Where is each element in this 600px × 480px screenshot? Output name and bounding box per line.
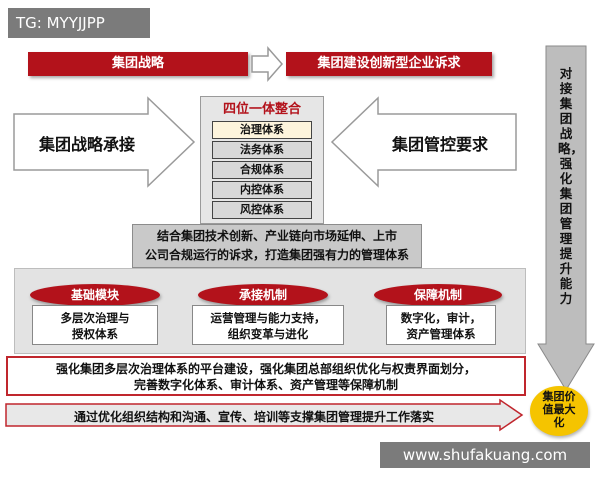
basic-module-line-1: 多层次治理与 [60, 311, 130, 325]
governance-system: 治理体系 [212, 121, 312, 139]
right-arrow-icon [251, 46, 283, 82]
internal-control-system: 内控体系 [212, 181, 312, 199]
strategy-undertake-label: 集团战略承接 [38, 135, 135, 154]
guarantee-mechanism-box: 数字化，审计， 资产管理体系 [386, 305, 496, 345]
basic-module-box: 多层次治理与 授权体系 [32, 305, 158, 345]
compliance-system: 合规体系 [212, 161, 312, 179]
down-arrow-icon [537, 45, 595, 391]
strategy-bar: 集团战略 [28, 52, 248, 76]
undertake-mechanism-box: 运营管理与能力支持， 组织变革与进化 [192, 305, 344, 345]
watermark-url: www.shufakuang.com [380, 442, 590, 468]
summary-layer [132, 224, 422, 268]
basic-module-pill: 基础模块 [30, 284, 160, 306]
guarantee-mechanism-line-2: 资产管理体系 [406, 327, 476, 341]
vertical-arrow-text: 对接集团战略，强化集团管理提升能力 [558, 66, 584, 306]
basic-module-line-2: 授权体系 [72, 327, 118, 341]
legal-system: 法务体系 [212, 141, 312, 159]
right-input-arrow [330, 96, 517, 188]
platform-building-line-1: 强化集团多层次治理体系的平台建设，强化集团总部组织优化与权责界面划分， [55, 362, 476, 376]
goal-circle [530, 386, 588, 436]
risk-control-system: 风控体系 [212, 201, 312, 219]
goal-text: 集团价 值最大 化 [530, 390, 588, 429]
goal-line-3: 化 [553, 416, 565, 429]
image-tag: TG: MYYJJPP [8, 8, 150, 38]
control-requirement-label: 集团管控要求 [391, 135, 488, 154]
left-input-arrow [13, 96, 196, 188]
implementation-arrow [5, 398, 524, 432]
summary-line-1: 结合集团技术创新、产业链向市场延伸、上市 [156, 229, 397, 243]
innovation-demand-bar: 集团建设创新型企业诉求 [286, 52, 492, 76]
undertake-mechanism-line-1: 运营管理与能力支持， [210, 311, 326, 325]
platform-building-box: 强化集团多层次治理体系的平台建设，强化集团总部组织优化与权责界面划分， 完善数字… [6, 356, 526, 396]
undertake-mechanism-line-2: 组织变革与进化 [227, 327, 309, 341]
implementation-text: 通过优化组织结构和沟通、宣传、培训等支撑集团管理提升工作落实 [73, 410, 434, 424]
integration-title: 四位一体整合 [222, 102, 301, 117]
guarantee-mechanism-line-1: 数字化，审计， [400, 311, 482, 325]
guarantee-mechanism-pill: 保障机制 [374, 284, 502, 306]
goal-line-2: 值最大 [542, 403, 576, 416]
goal-line-1: 集团价 [542, 390, 576, 403]
undertake-mechanism-pill: 承接机制 [198, 284, 328, 306]
summary-line-2: 公司合规运行的诉求，打造集团强有力的管理体系 [144, 248, 409, 262]
platform-building-line-2: 完善数字化体系、审计体系、资产管理等保障机制 [133, 378, 398, 392]
